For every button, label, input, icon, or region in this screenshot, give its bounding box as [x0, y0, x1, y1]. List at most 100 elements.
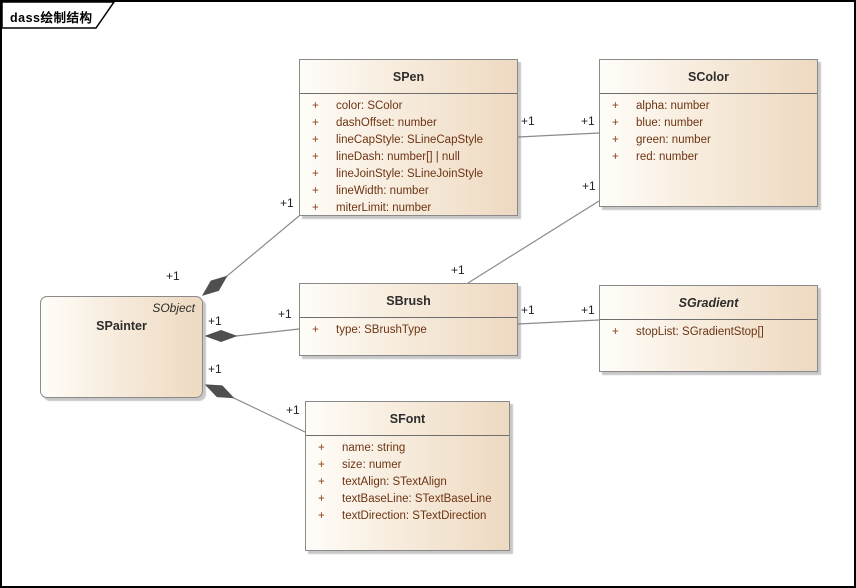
composition-painter-font[interactable] [204, 384, 306, 433]
class-attribute-row: + miterLimit: number [300, 200, 517, 215]
multiplicity-label: +1 [166, 269, 180, 283]
class-attribute-row: + name: string [306, 440, 509, 457]
multiplicity-label: +1 [278, 307, 292, 321]
visibility-public: + [612, 151, 619, 163]
class-attributes: + alpha: number + blue: number + green: numbe… [600, 94, 817, 166]
class-scolor[interactable]: SColor + alpha: number + blue: number + green… [599, 59, 818, 207]
class-header: SGradient [600, 286, 817, 320]
class-attribute-row: + lineJoinStyle: SLineJoinStyle [300, 166, 517, 183]
composition-painter-brush[interactable] [204, 328, 300, 343]
class-attribute-row: + dashOffset: number [300, 115, 517, 132]
class-header: SBrush [300, 284, 517, 318]
attribute-text: textAlign: STextAlign [342, 476, 447, 488]
class-header: SPen [300, 60, 517, 94]
class-attribute-row: + textDirection: STextDirection [306, 508, 509, 525]
attribute-text: miterLimit: number [336, 202, 432, 214]
class-sfont[interactable]: SFont + name: string + size: numer + textAlig… [305, 401, 510, 551]
attribute-text: textBaseLine: STextBaseLine [342, 493, 492, 505]
frame-label: dass绘制结构 [10, 11, 93, 25]
visibility-public: + [612, 117, 619, 129]
attribute-text: name: string [342, 442, 406, 454]
attribute-text: size: numer [342, 459, 402, 471]
attribute-text: lineJoinStyle: SLineJoinStyle [336, 168, 484, 180]
visibility-public: + [312, 202, 319, 214]
multiplicity-label: +1 [451, 263, 465, 277]
attribute-text: lineDash: number[] | null [336, 151, 460, 163]
class-attribute-row: + textBaseLine: STextBaseLine [306, 491, 509, 508]
class-title: SBrush [386, 293, 431, 308]
class-attribute-row: + red: number [600, 149, 817, 166]
visibility-public: + [312, 168, 319, 180]
multiplicity-label: +1 [521, 303, 535, 317]
attribute-text: red: number [636, 151, 699, 163]
class-sbrush[interactable]: SBrush + type: SBrushType [299, 283, 518, 356]
class-header: SColor [600, 60, 817, 94]
class-attribute-row: + size: numer [306, 457, 509, 474]
multiplicity-label: +1 [208, 362, 222, 376]
attribute-text: lineCapStyle: SLineCapStyle [336, 134, 484, 146]
multiplicity-label: +1 [581, 303, 595, 317]
visibility-public: + [312, 324, 319, 336]
class-header: SFont [306, 402, 509, 436]
class-attribute-row: + textAlign: STextAlign [306, 474, 509, 491]
composition-diamond [201, 275, 228, 296]
attribute-text: green: number [636, 134, 711, 146]
class-spainter[interactable]: SObject SPainter [40, 296, 203, 398]
visibility-public: + [312, 151, 319, 163]
attribute-text: blue: number [636, 117, 704, 129]
parent-class-label: SObject [152, 301, 195, 315]
visibility-public: + [318, 510, 325, 522]
class-attribute-row: + stopList: SGradientStop[] [600, 324, 817, 341]
attribute-text: dashOffset: number [336, 117, 437, 129]
association-brush-gradient[interactable] [517, 319, 600, 325]
association-brush-color[interactable] [467, 200, 600, 284]
class-attributes: + stopList: SGradientStop[] [600, 320, 817, 341]
class-attributes: + name: string + size: numer + textAlign: STe… [306, 436, 509, 525]
multiplicity-label: +1 [582, 179, 596, 193]
association-pen-color[interactable] [517, 132, 600, 138]
visibility-public: + [612, 134, 619, 146]
composition-diamond [204, 384, 235, 399]
composition-diamond [204, 329, 238, 343]
visibility-public: + [312, 100, 319, 112]
class-title: SPainter [96, 319, 147, 333]
class-attribute-row: + lineCapStyle: SLineCapStyle [300, 132, 517, 149]
visibility-public: + [318, 442, 325, 454]
visibility-public: + [312, 117, 319, 129]
class-sgradient[interactable]: SGradient + stopList: SGradientStop[] [599, 285, 818, 372]
multiplicity-label: +1 [286, 403, 300, 417]
visibility-public: + [318, 476, 325, 488]
visibility-public: + [612, 100, 619, 112]
attribute-text: type: SBrushType [336, 324, 427, 336]
class-title: SColor [688, 69, 729, 84]
class-attribute-row: + green: number [600, 132, 817, 149]
class-attributes: + type: SBrushType [300, 318, 517, 339]
multiplicity-label: +1 [521, 114, 535, 128]
frame-label-tab [2, 2, 115, 29]
attribute-text: textDirection: STextDirection [342, 510, 487, 522]
attribute-text: stopList: SGradientStop[] [636, 326, 764, 338]
visibility-public: + [312, 134, 319, 146]
class-attribute-row: + type: SBrushType [300, 322, 517, 339]
class-title: SPen [392, 69, 425, 84]
class-attribute-row: + lineDash: number[] | null [300, 149, 517, 166]
class-attribute-row: + alpha: number [600, 98, 817, 115]
class-title: SFont [389, 411, 426, 426]
class-spen[interactable]: SPen + color: SColor + dashOffset: number + l… [299, 59, 518, 216]
composition-painter-pen[interactable] [201, 215, 300, 296]
class-title: SGradient [678, 295, 739, 310]
multiplicity-label: +1 [280, 196, 294, 210]
class-attribute-row: + lineWidth: number [300, 183, 517, 200]
visibility-public: + [612, 326, 619, 338]
class-attributes: + color: SColor + dashOffset: number + lineCa… [300, 94, 517, 215]
attribute-text: lineWidth: number [336, 185, 429, 197]
attribute-text: color: SColor [336, 100, 403, 112]
attribute-text: alpha: number [636, 100, 710, 112]
visibility-public: + [312, 185, 319, 197]
visibility-public: + [318, 459, 325, 471]
visibility-public: + [318, 493, 325, 505]
class-attribute-row: + color: SColor [300, 98, 517, 115]
multiplicity-label: +1 [208, 314, 222, 328]
